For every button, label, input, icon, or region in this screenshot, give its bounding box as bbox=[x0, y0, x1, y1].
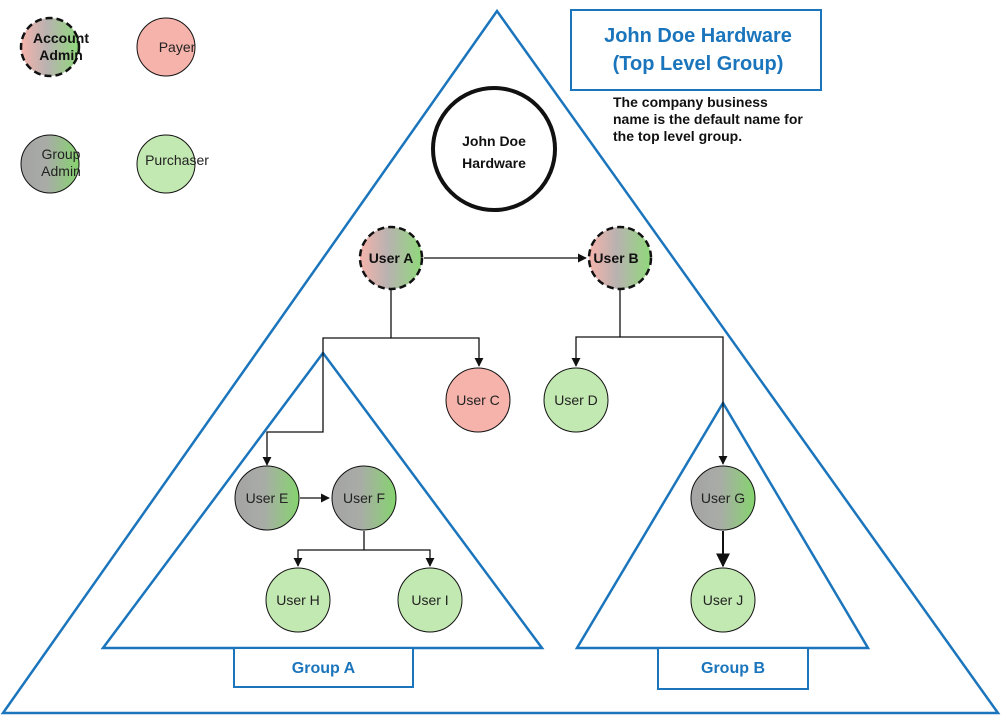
legend-group-admin-line-1: Group bbox=[42, 146, 81, 162]
connector-b-to-d bbox=[571, 290, 621, 367]
legend-account-admin-node bbox=[19, 16, 81, 78]
title-box bbox=[570, 9, 822, 91]
user-f-node bbox=[331, 465, 397, 531]
user-f-label: User F bbox=[343, 490, 385, 506]
legend-account-admin-line-2: Admin bbox=[39, 47, 83, 63]
user-c-label: User C bbox=[456, 392, 500, 408]
note-line-2: name is the default name for bbox=[613, 111, 803, 127]
user-g-label: User G bbox=[701, 490, 745, 506]
connector-f-to-i bbox=[364, 549, 435, 567]
company-node-line-1: John Doe bbox=[462, 133, 526, 149]
user-b-node bbox=[587, 225, 653, 291]
legend-group-admin-line-2: Admin bbox=[41, 163, 81, 179]
user-e-node bbox=[234, 465, 300, 531]
user-d-node bbox=[543, 367, 609, 433]
user-g-node bbox=[690, 465, 756, 531]
top-level-group-triangle bbox=[0, 8, 1001, 715]
company-node-line-2: Hardware bbox=[462, 155, 526, 171]
user-b-label: User B bbox=[593, 250, 638, 266]
user-e-label: User E bbox=[246, 490, 289, 506]
user-a-label: User A bbox=[369, 250, 414, 266]
user-d-label: User D bbox=[554, 392, 598, 408]
note-line-3: the top level group. bbox=[613, 128, 742, 144]
user-i-label: User I bbox=[411, 592, 448, 608]
connector-a-to-e bbox=[262, 337, 391, 466]
user-h-label: User H bbox=[276, 592, 320, 608]
user-h-node bbox=[265, 567, 331, 633]
connectors bbox=[262, 253, 730, 568]
title-line-1: John Doe Hardware bbox=[604, 25, 792, 47]
user-j-node bbox=[690, 567, 756, 633]
connector-a-to-c bbox=[390, 290, 484, 367]
user-j-label: User J bbox=[703, 592, 743, 608]
connector-f-to-h bbox=[293, 531, 365, 567]
title-line-2: (Top Level Group) bbox=[613, 53, 784, 75]
legend-account-admin-line-1: Account bbox=[33, 30, 89, 46]
legend-payer-node bbox=[136, 17, 196, 77]
user-c-node bbox=[445, 367, 511, 433]
legend-purchaser-node bbox=[136, 134, 196, 194]
legend-group-admin-node bbox=[20, 134, 80, 194]
group-a-label-box bbox=[233, 647, 414, 688]
group-b-label: Group B bbox=[701, 660, 765, 677]
legend-purchaser-label: Purchaser bbox=[145, 152, 209, 168]
group-b-label-box bbox=[657, 647, 809, 690]
user-i-node bbox=[397, 567, 463, 633]
note-line-1: The company business bbox=[613, 94, 768, 110]
group-a-label: Group A bbox=[292, 660, 356, 677]
company-node bbox=[431, 86, 557, 212]
legend-payer-label: Payer bbox=[159, 39, 196, 55]
user-a-node bbox=[358, 225, 424, 291]
connector-b-to-g bbox=[620, 336, 728, 465]
